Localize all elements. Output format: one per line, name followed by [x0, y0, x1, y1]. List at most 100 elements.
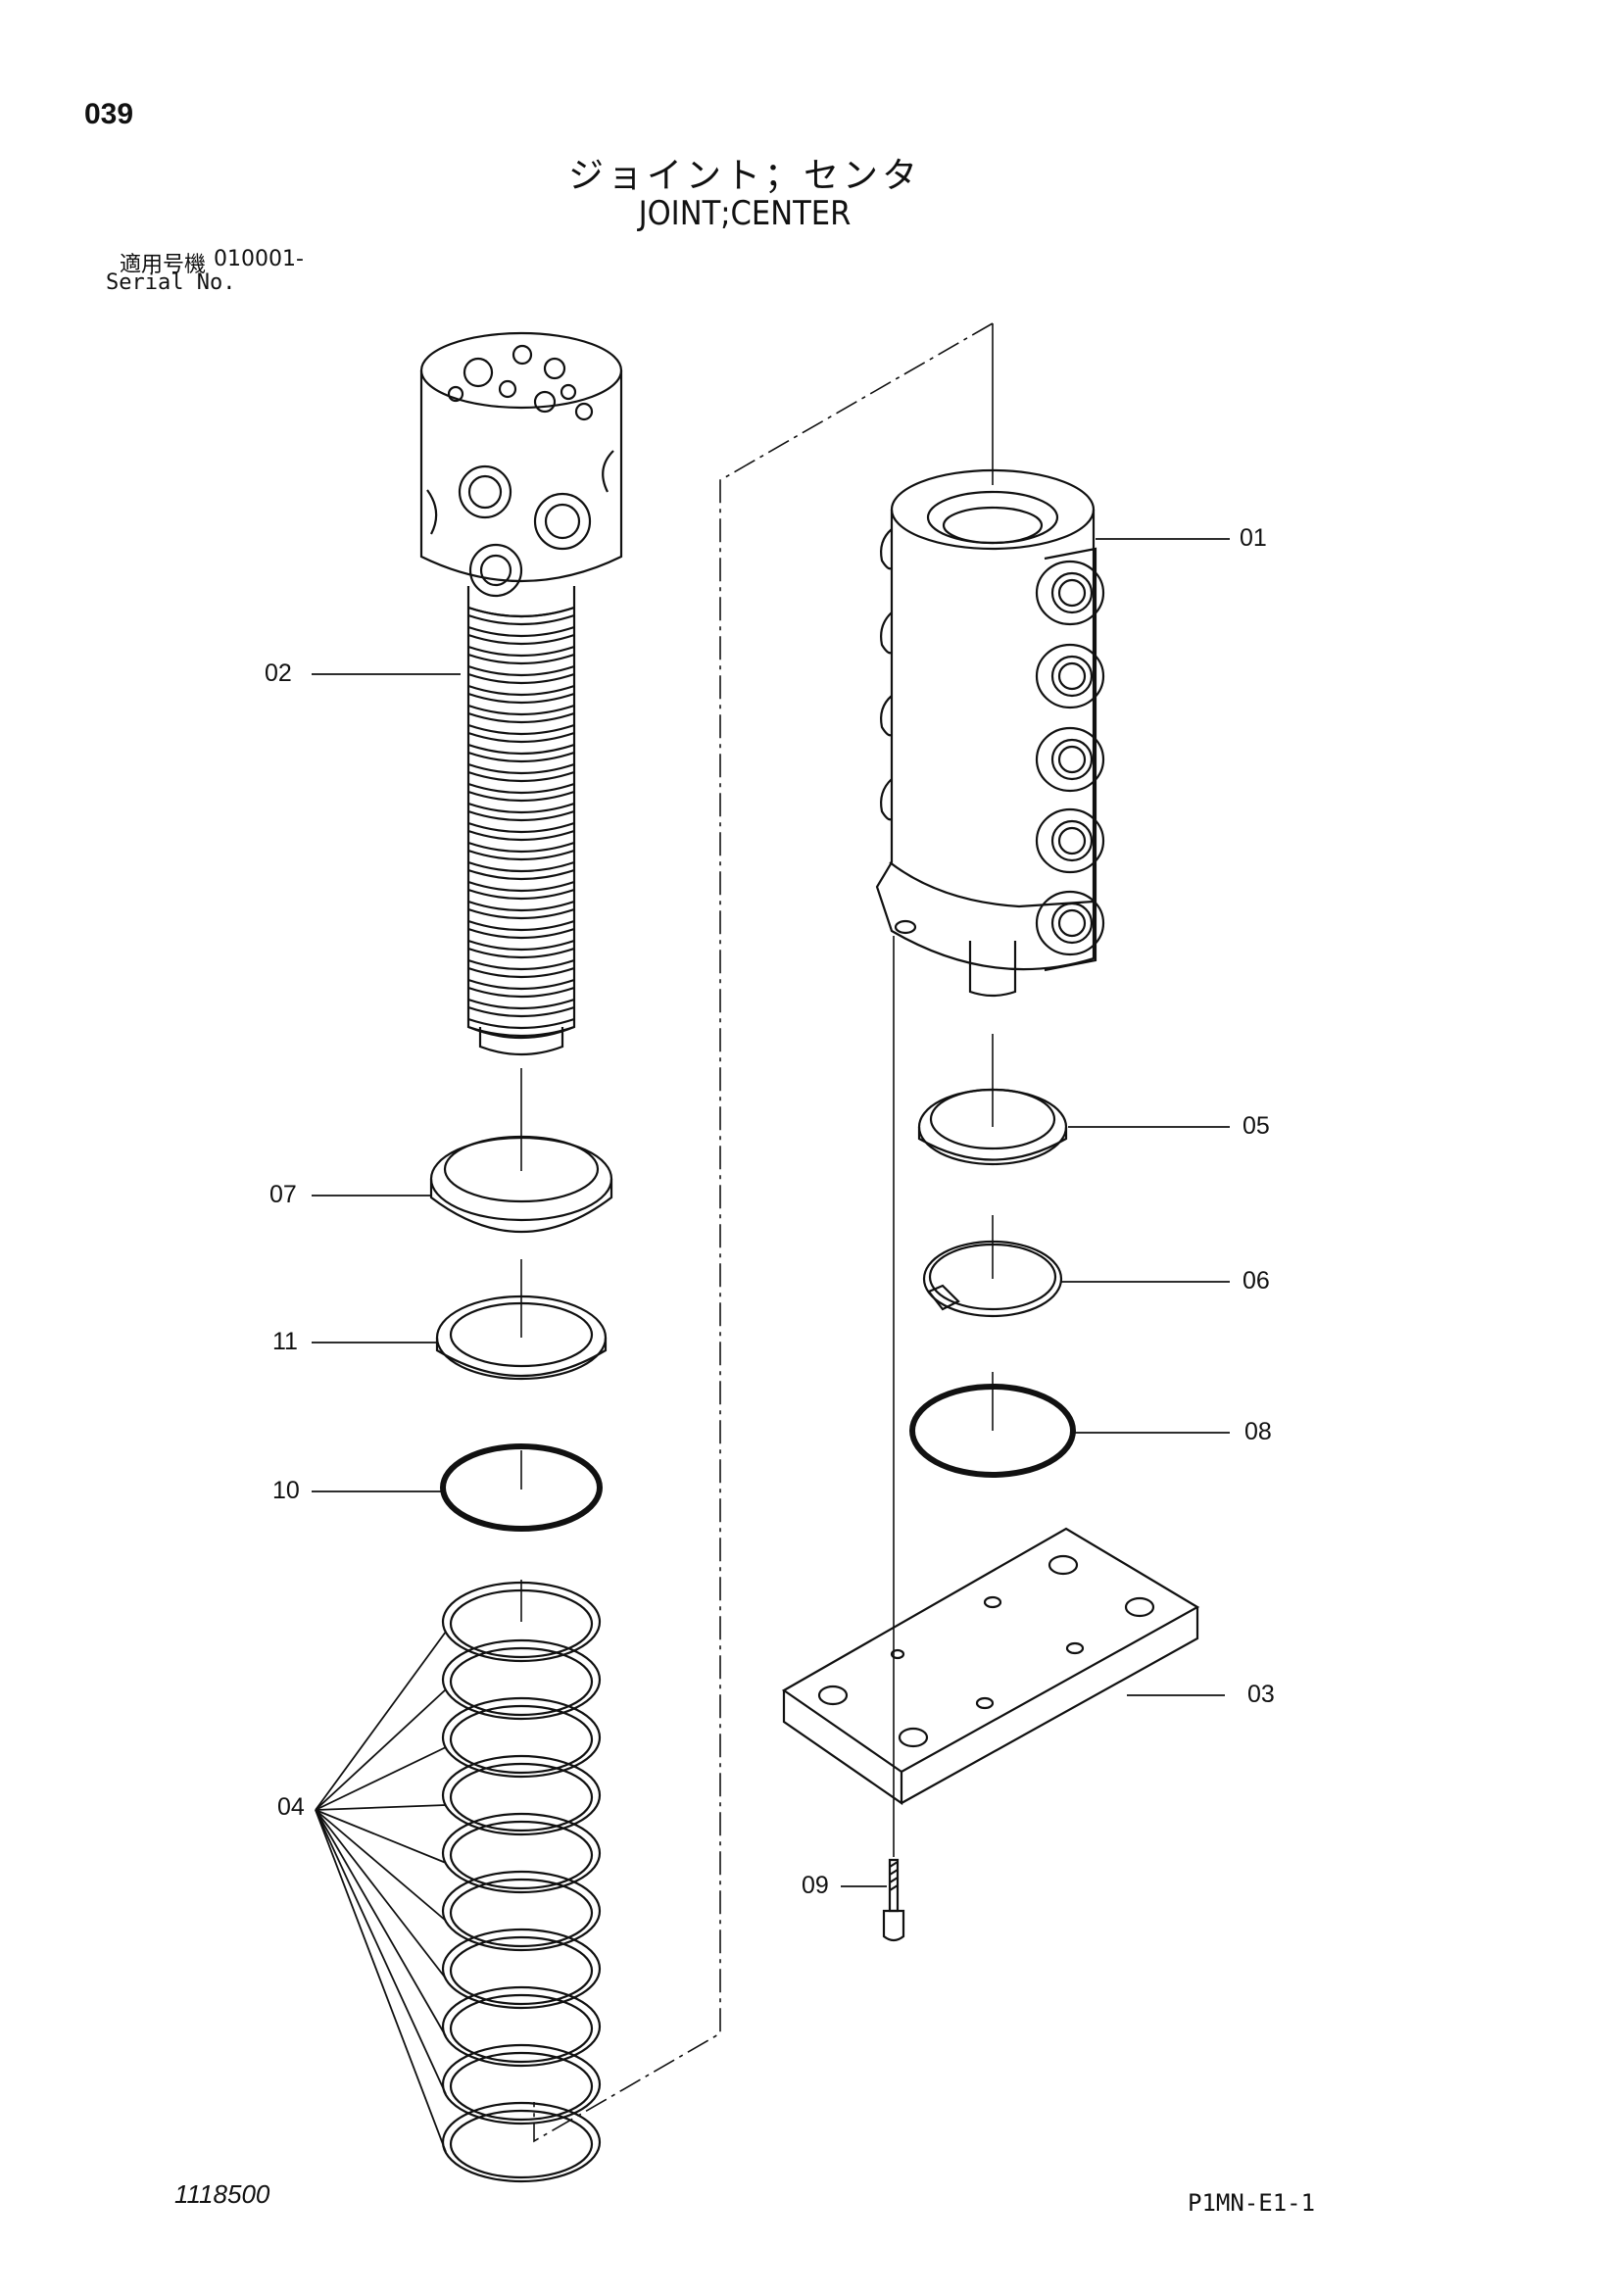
part-03-plate[interactable] — [784, 1529, 1197, 1803]
body-dowel-hole — [896, 921, 915, 933]
part-10-o-ring[interactable] — [443, 1446, 600, 1529]
spindle-groove-edge — [468, 753, 574, 761]
part-04-o-rings[interactable] — [443, 1583, 600, 2181]
spindle-side-port — [535, 494, 590, 549]
page-number: 039 — [84, 98, 134, 130]
bolt-09-thread — [890, 1862, 898, 1890]
callout-04[interactable]: 04 — [277, 1793, 305, 1821]
seal-07-lip — [431, 1179, 611, 1232]
spindle-groove-edge — [468, 851, 574, 859]
callout-02[interactable]: 02 — [265, 659, 292, 687]
leader-04 — [316, 1632, 446, 1810]
part-02-spindle[interactable] — [421, 333, 621, 1054]
spindle-groove — [468, 862, 574, 871]
spindle-groove — [468, 725, 574, 734]
leader-04 — [316, 1805, 446, 1810]
plate-small-hole — [985, 1597, 1000, 1607]
spindle-groove — [468, 1019, 574, 1028]
o-ring-04-inner — [451, 1648, 592, 1715]
spindle-groove-edge — [468, 674, 574, 683]
ring-11-side — [437, 1338, 606, 1376]
callout-03[interactable]: 03 — [1247, 1681, 1275, 1708]
spindle-groove — [468, 882, 574, 891]
spindle-groove — [468, 764, 574, 773]
leader-04 — [316, 1810, 446, 2094]
spindle-groove-edge — [468, 988, 574, 997]
body-flange-line — [890, 862, 1094, 906]
callout-01[interactable]: 01 — [1240, 524, 1267, 552]
assembly-phantom-line — [534, 323, 993, 2141]
spindle-side-port-bore — [481, 556, 511, 585]
spindle-port-hole — [561, 385, 575, 399]
callout-05[interactable]: 05 — [1243, 1112, 1270, 1140]
spindle-groove — [468, 627, 574, 636]
o-ring-04-outer — [443, 1756, 600, 1834]
drawing-number: 1118500 — [174, 2179, 270, 2209]
spindle-top-face — [421, 333, 621, 408]
leader-04 — [316, 1810, 446, 1863]
part-01-body[interactable] — [877, 470, 1103, 996]
spindle-groove — [468, 902, 574, 910]
spindle-groove — [468, 804, 574, 812]
o-ring-04-inner — [451, 1880, 592, 1946]
plate-hole — [1126, 1598, 1153, 1616]
spindle-groove-edge — [468, 968, 574, 977]
spindle-groove-edge — [468, 655, 574, 663]
plate-side-face — [901, 1607, 1197, 1803]
part-09-bolt[interactable] — [884, 1860, 903, 1940]
plate-hole — [900, 1729, 927, 1746]
snap-ring-06-tab — [929, 1286, 958, 1309]
page-title-japanese: ジョイント；センタ — [567, 156, 921, 196]
spindle-port-hole — [576, 404, 592, 419]
o-ring-04-inner — [451, 2111, 592, 2177]
body-port-bore — [1059, 580, 1085, 606]
spindle-port-hole — [449, 387, 463, 401]
callout-11[interactable]: 11 — [272, 1328, 298, 1355]
o-ring-04-outer — [443, 1987, 600, 2066]
spindle-port-hole — [513, 346, 531, 364]
body-left-nub — [881, 696, 892, 735]
body-port-boss — [1037, 645, 1103, 708]
plate-front-face — [784, 1690, 901, 1803]
spindle-groove-edge — [468, 870, 574, 879]
body-port-boss — [1037, 809, 1103, 872]
spindle-groove — [468, 921, 574, 930]
spindle-groove-edge — [468, 811, 574, 820]
o-ring-04-inner — [451, 1937, 592, 2004]
body-shell — [877, 510, 1094, 969]
leader-04 — [316, 1810, 446, 1921]
spindle-groove-edge — [468, 929, 574, 938]
spindle-groove — [468, 686, 574, 695]
o-ring-04-outer — [443, 1814, 600, 1892]
body-port-thread — [1052, 740, 1092, 779]
spindle-groove — [468, 745, 574, 754]
spindle-groove-edge — [468, 772, 574, 781]
callout-08[interactable]: 08 — [1244, 1418, 1272, 1445]
body-lug — [970, 941, 1015, 996]
ring-05-side — [919, 1127, 1066, 1160]
body-port-thread — [1052, 657, 1092, 696]
callout-10[interactable]: 10 — [272, 1477, 300, 1504]
spindle-side-port-bore — [469, 476, 501, 508]
o-ring-04-outer — [443, 1872, 600, 1950]
body-port-boss — [1037, 728, 1103, 791]
spindle-groove-edge — [468, 1007, 574, 1016]
o-ring-04-outer — [443, 1640, 600, 1719]
callout-06[interactable]: 06 — [1243, 1267, 1270, 1295]
leader-04 — [316, 1810, 446, 2036]
spindle-groove — [468, 666, 574, 675]
spindle-groove — [468, 941, 574, 950]
o-ring-04-inner — [451, 2053, 592, 2120]
serial-label-english: Serial No. — [106, 270, 236, 295]
body-port-bore — [1059, 747, 1085, 772]
spindle-groove — [468, 980, 574, 989]
spindle-groove — [468, 706, 574, 714]
o-ring-04-outer — [443, 1698, 600, 1777]
o-ring-04-inner — [451, 1764, 592, 1831]
callout-09[interactable]: 09 — [802, 1872, 829, 1899]
callout-07[interactable]: 07 — [269, 1181, 297, 1208]
body-left-nub — [881, 779, 892, 819]
spindle-groove — [468, 647, 574, 656]
body-port-bore — [1059, 828, 1085, 854]
